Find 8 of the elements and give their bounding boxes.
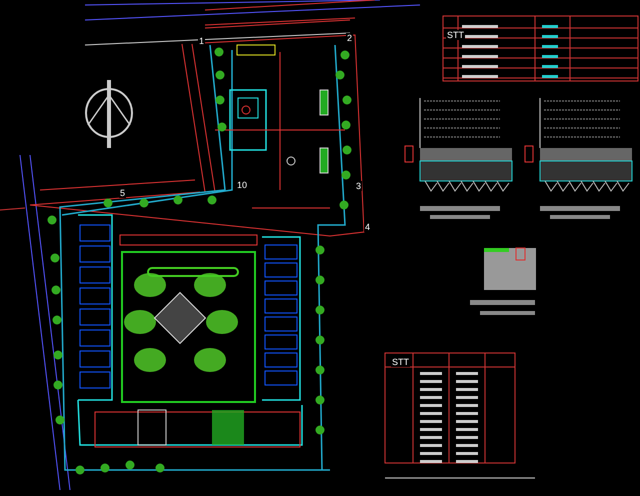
point-number: 5 [119, 188, 126, 198]
point-number: 2 [346, 33, 354, 43]
point-number: 1 [198, 36, 206, 46]
point-number: 10 [236, 180, 248, 190]
point-number: 4 [364, 222, 372, 232]
table-header: STT [446, 30, 465, 40]
point-number: 3 [355, 181, 362, 191]
table-header: STT [391, 357, 410, 367]
